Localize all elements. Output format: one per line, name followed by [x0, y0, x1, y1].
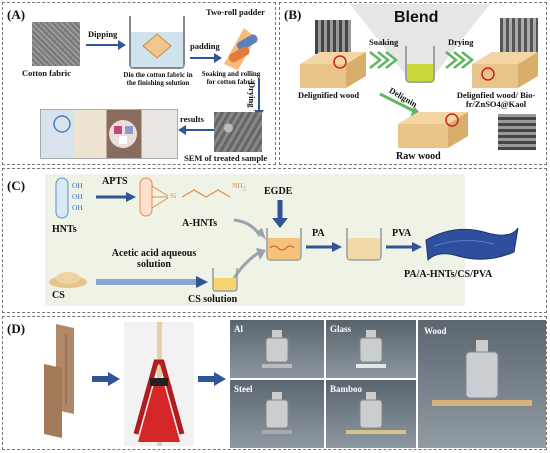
weight-icon-glass	[356, 330, 386, 368]
product-fabric-icon	[425, 227, 519, 262]
dipping-label: Dipping	[88, 29, 118, 39]
two-roll-padder-icon	[224, 28, 258, 70]
delignified-wood-label: Delignified wood	[298, 90, 360, 100]
cotton-fabric-label: Cotton fabric	[22, 68, 71, 78]
clamp-icon	[133, 322, 185, 446]
result-wood-block	[472, 52, 538, 88]
weight-icon-al	[262, 330, 292, 368]
bamboo-label: Bamboo	[330, 384, 363, 394]
wood-label: Wood	[424, 326, 447, 336]
dipping-arrow	[86, 40, 126, 50]
a-hnts-label: A-HNTs	[182, 218, 218, 229]
delignified-wood-block	[300, 52, 366, 88]
soak-roll-caption: Soaking and rolling for cotton fabric	[201, 70, 261, 86]
padding-arrow	[190, 53, 222, 63]
pa-arrow	[306, 242, 342, 252]
pa-beaker-icon	[346, 228, 382, 261]
sem-image	[214, 112, 262, 152]
drying-label-b: Drying	[448, 37, 474, 47]
delignified-wood-sem	[315, 20, 351, 54]
arrow-to-clamp	[92, 372, 120, 386]
blend-label: Blend	[394, 9, 439, 26]
nh-text: NH	[232, 181, 243, 190]
fabric-samples-icon	[109, 120, 137, 148]
oh-label-3: OH	[72, 203, 83, 212]
product-label: PA/A-HNTs/CS/PVA	[404, 269, 493, 280]
apts-label: APTS	[102, 176, 128, 187]
nh-subscript: 2	[242, 186, 246, 193]
result-wood-label: Delignfied wood/ Bio-fr/ZnSO4@Kaol	[456, 90, 536, 110]
raw-wood-label: Raw wood	[396, 151, 441, 162]
glass-label: Glass	[330, 324, 352, 334]
results-arrow	[178, 125, 214, 135]
result-wood-sem	[500, 18, 538, 54]
panel-b-label: (B)	[284, 7, 302, 22]
blend-beaker-icon	[405, 46, 435, 83]
panel-c-label: (C)	[7, 178, 26, 193]
drying-arrow-icon	[445, 51, 475, 69]
sem-label: SEM of treated sample	[184, 153, 268, 163]
drying-label-a: Drying	[247, 82, 257, 108]
egde-label: EGDE	[264, 186, 293, 197]
arrow-to-tests	[198, 372, 226, 386]
panel-d	[2, 316, 547, 450]
raw-wood-block	[398, 112, 468, 148]
blend-light-cone	[350, 4, 490, 78]
weight-icon-steel	[262, 392, 292, 434]
oh-label-2: OH	[72, 192, 83, 201]
hnts-label: HNTs	[52, 224, 77, 235]
panel-a-label: (A)	[7, 7, 26, 22]
weight-icon-wood	[432, 340, 532, 406]
two-roll-label: Two-roll padder	[206, 7, 265, 17]
cs-to-mix-arrow	[232, 248, 266, 279]
lap-joint-wood-strips	[44, 324, 74, 438]
weight-icon-bamboo	[346, 392, 406, 434]
pa-label: PA	[312, 228, 325, 239]
a-hnts-molecule-icon	[139, 177, 231, 217]
panel-d-label: (D)	[7, 321, 26, 336]
pva-arrow	[386, 242, 422, 252]
soaking-arrow-icon	[369, 51, 399, 69]
egde-arrow	[272, 200, 288, 228]
mixing-beaker-icon	[266, 228, 302, 261]
beaker-icon	[129, 16, 185, 69]
ahnts-to-mix-arrow	[233, 218, 266, 240]
oh-label-1: OH	[72, 181, 83, 190]
nh2-label: NH2	[232, 181, 246, 193]
si-label: Si	[170, 191, 177, 200]
cs-solution-beaker-icon	[212, 268, 238, 292]
pva-label: PVA	[392, 228, 412, 239]
panel-a	[2, 2, 276, 165]
acetic-acid-label: Acetic acid aqueous solution	[111, 248, 197, 270]
cs-solution-label: CS solution	[188, 294, 238, 305]
cs-label: CS	[52, 290, 65, 301]
al-label: Al	[234, 324, 243, 334]
raw-wood-sem	[498, 114, 536, 150]
dip-caption: Dio the cotton fabric in the finishing s…	[123, 71, 193, 87]
panel-b	[279, 2, 547, 165]
water-droplet-icon	[53, 115, 71, 133]
padding-label: padding	[190, 41, 220, 51]
acetic-acid-arrow	[96, 276, 208, 288]
soaking-label: Soaking	[369, 37, 399, 47]
panel-c	[2, 168, 547, 313]
apts-arrow	[96, 192, 136, 202]
results-label: results	[180, 114, 204, 124]
hnts-tube-icon	[55, 177, 69, 219]
cs-powder-icon	[49, 272, 87, 288]
cotton-fabric-image	[32, 22, 80, 66]
steel-label: Steel	[234, 384, 253, 394]
